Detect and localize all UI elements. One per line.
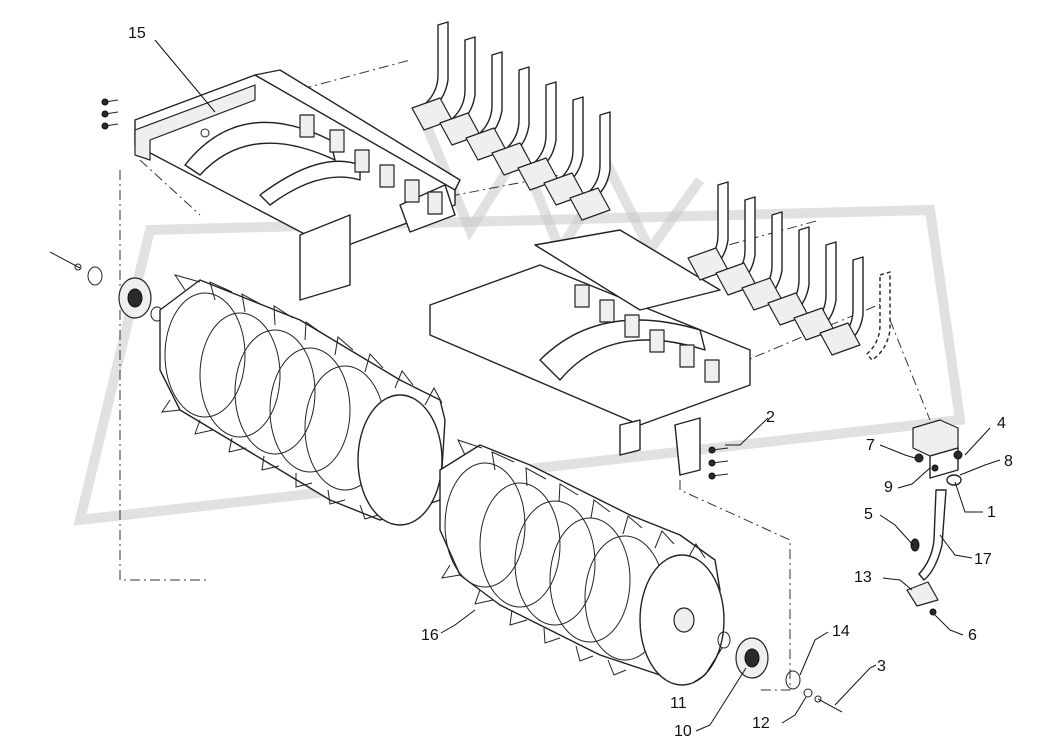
callout-8: 8 [1004, 453, 1013, 470]
callout-17: 17 [974, 551, 992, 568]
rear-roller [159, 274, 446, 526]
bolt-icon [101, 110, 119, 118]
callout-10: 10 [674, 723, 692, 740]
tine-clamp-detail [906, 419, 963, 616]
tine [866, 271, 891, 361]
right-bearing-assembly [717, 631, 843, 713]
callout-14: 14 [832, 623, 850, 640]
tine [411, 21, 453, 131]
callout-12: 12 [752, 715, 770, 732]
callout-6: 6 [968, 627, 977, 644]
callout-13: 13 [854, 569, 872, 586]
tine [819, 256, 864, 356]
front-roller [439, 439, 725, 686]
tine [569, 111, 611, 221]
leader-lines [154, 39, 1001, 732]
callout-7: 7 [866, 437, 875, 454]
callout-15: 15 [128, 25, 146, 42]
bolt-icon [101, 122, 119, 130]
callout-5: 5 [864, 506, 873, 523]
bolt-icon [708, 459, 729, 467]
callout-2: 2 [766, 409, 775, 426]
bolt-icon [708, 446, 729, 454]
callout-3: 3 [877, 658, 886, 675]
tine-set-upper [411, 21, 611, 221]
bolt-icon [708, 472, 729, 480]
left-bearing-assembly [49, 98, 164, 322]
callout-1: 1 [987, 504, 996, 521]
callout-11: 11 [670, 695, 687, 712]
callout-labels: 15 2 4 7 8 9 1 5 17 13 6 16 14 3 11 10 1… [128, 25, 1013, 740]
rear-frame [134, 69, 461, 301]
tine-set-lower [687, 181, 891, 361]
callout-16: 16 [421, 627, 439, 644]
bolt-icon [101, 98, 119, 106]
front-frame [429, 229, 751, 476]
frame-bolts [708, 446, 729, 480]
callout-4: 4 [997, 415, 1006, 432]
callout-9: 9 [884, 479, 893, 496]
